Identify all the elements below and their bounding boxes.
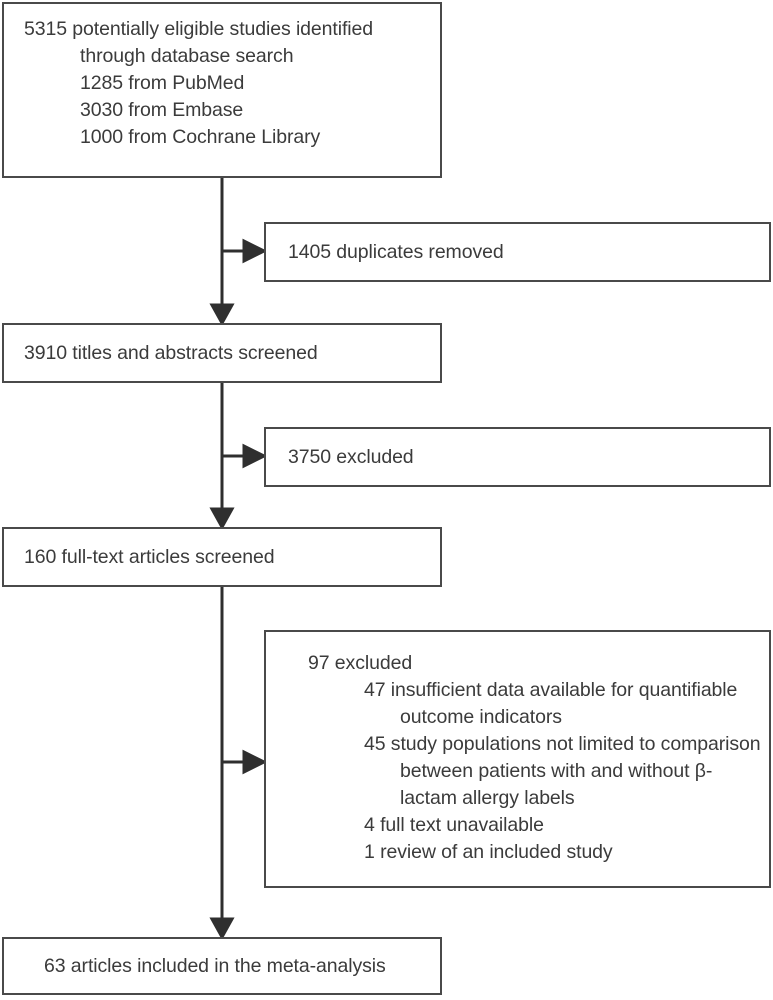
articles-included-label: 63 articles included in the meta-analysi… [44,954,386,977]
duplicates-removed-label: 1405 duplicates removed [288,240,504,263]
arrowhead-titles-to-excluded [242,443,268,469]
box-articles-included: 63 articles included in the meta-analysi… [2,937,442,995]
fulltext-excluded-reason: 45 study populations not limited to comp… [364,733,761,809]
fulltext-excluded-reason: 4 full text unavailable [364,814,544,836]
box-studies-identified: 5315 potentially eligible studies identi… [2,2,442,178]
box-fulltext-excluded: 97 excluded 47 insufficient data availab… [264,630,771,888]
box-titles-abstracts-screened: 3910 titles and abstracts screened [2,323,442,383]
box-fulltext-articles-screened: 160 full-text articles screened [2,527,442,587]
box-duplicates-removed: 1405 duplicates removed [264,222,771,282]
arrowhead-titles-to-fulltext [209,507,235,531]
fulltext-excluded-reason: 47 insufficient data available for quant… [364,679,738,728]
box-titles-excluded: 3750 excluded [264,427,771,487]
titles-abstracts-screened-label: 3910 titles and abstracts screened [24,341,318,364]
fulltext-excluded-reason: 1 review of an included study [364,841,613,863]
arrowhead-identified-to-titles [209,303,235,327]
titles-excluded-label: 3750 excluded [288,445,414,468]
studies-identified-label: 5315 potentially eligible studies identi… [24,18,374,148]
arrowhead-identified-to-duplicates [242,238,268,264]
arrowhead-fulltext-to-excluded [242,749,268,775]
arrowhead-fulltext-to-included [209,917,235,941]
fulltext-excluded-heading: 97 excluded [308,652,413,674]
fulltext-articles-screened-label: 160 full-text articles screened [24,545,275,568]
